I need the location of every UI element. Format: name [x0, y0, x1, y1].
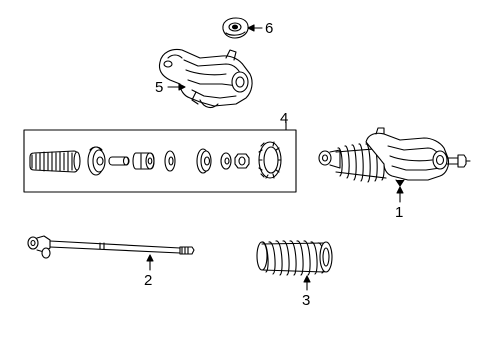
- hardware-kit-box: [23, 121, 297, 193]
- callout-5: 5: [155, 79, 186, 96]
- shock-absorber-assembly-part: [318, 127, 471, 187]
- upper-mount-bracket-part: [158, 48, 253, 109]
- bushing-part: [132, 152, 155, 170]
- washer-part-b: [220, 152, 232, 170]
- callout-4: 4: [280, 110, 288, 127]
- sleeve-part: [108, 156, 130, 166]
- mount-insulator-part: [222, 17, 249, 39]
- nut-part: [234, 153, 250, 169]
- callout-1: 1: [395, 186, 404, 221]
- bump-stop-part: [29, 150, 81, 173]
- callout-2: 2: [144, 254, 154, 289]
- shock-rod-part: [27, 235, 195, 259]
- retaining-ring-part: [258, 141, 282, 179]
- callout-4-label: 4: [280, 110, 288, 127]
- callout-6: 6: [247, 20, 273, 37]
- cup-washer-part: [87, 146, 106, 176]
- callout-3: 3: [302, 275, 311, 309]
- callout-2-label: 2: [144, 272, 152, 289]
- callout-6-label: 6: [265, 20, 273, 37]
- washer-part-a: [164, 150, 176, 172]
- callout-3-label: 3: [302, 292, 310, 309]
- callout-1-label: 1: [395, 204, 403, 221]
- coil-spring-part: [256, 240, 333, 276]
- cup-washer-part-b: [196, 148, 212, 174]
- callout-5-label: 5: [155, 79, 163, 96]
